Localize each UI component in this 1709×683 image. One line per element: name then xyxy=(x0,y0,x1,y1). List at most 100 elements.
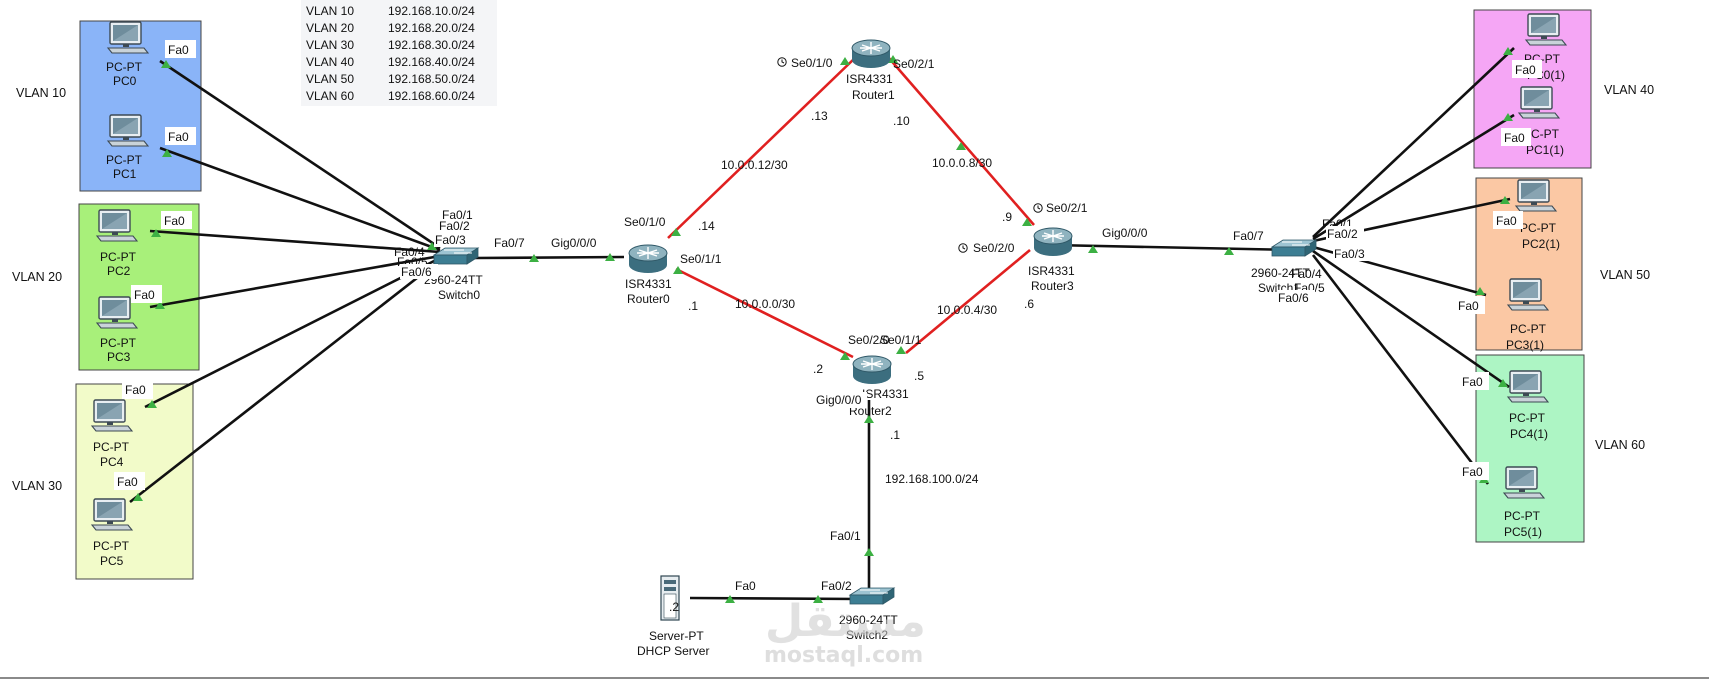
port-label: Se0/1/1 xyxy=(880,333,922,347)
pc-node[interactable]: PC-PT PC5(1) Fa0 xyxy=(1459,462,1545,539)
port-label: Gig0/0/0 xyxy=(1102,226,1148,240)
pc-node[interactable]: PC-PT PC5 Fa0 xyxy=(91,472,145,568)
port-label: Fa0 xyxy=(1462,375,1483,389)
pc-node[interactable]: PC-PT PC4(1) Fa0 xyxy=(1459,370,1549,441)
watermark-url: mostaql.com xyxy=(764,643,923,668)
port-label: Fa0/2 xyxy=(821,579,852,593)
pc-type-label: PC-PT xyxy=(1510,322,1547,336)
router-model-label: ISR4331 xyxy=(1028,264,1075,278)
vlan-table-row-subnet: 192.168.10.0/24 xyxy=(388,4,475,18)
pc-node[interactable]: PC-PT PC2(1) Fa0 xyxy=(1493,179,1560,251)
bottom-divider xyxy=(0,677,1709,679)
pc-node[interactable]: PC-PT PC3(1) Fa0 xyxy=(1455,278,1549,352)
port-label: Fa0 xyxy=(168,43,189,57)
ip-suffix-label: .5 xyxy=(914,369,924,383)
vlan50-label: VLAN 50 xyxy=(1600,268,1650,282)
link-pc5-switch0[interactable] xyxy=(129,258,441,504)
pc-type-label: PC-PT xyxy=(1509,411,1546,425)
port-label: Fa0 xyxy=(735,579,756,593)
link-router0-router1[interactable] xyxy=(667,56,857,239)
router-model-label: ISR4331 xyxy=(862,387,909,401)
server-name-label: DHCP Server xyxy=(637,644,709,658)
vlan-table-row-vlan: VLAN 10 xyxy=(306,4,354,18)
pc-node[interactable]: PC-PT PC1(1) Fa0 xyxy=(1501,86,1564,157)
port-label: Fa0/1 xyxy=(442,208,473,222)
pc-node[interactable]: PC-PT PC3 Fa0 xyxy=(96,285,162,364)
pc-type-label: PC-PT xyxy=(1523,127,1560,141)
port-label: Fa0 xyxy=(134,288,155,302)
router-icon xyxy=(1033,227,1073,257)
router-icon xyxy=(852,355,892,385)
network-labels: 10.0.0.12/30 .13 .14 10.0.0.8/30 .10 .9 … xyxy=(688,109,1034,486)
pc-node[interactable]: PC-PT PC1 Fa0 xyxy=(106,114,196,181)
pc-type-label: PC-PT xyxy=(106,153,143,167)
dhcp-server-node[interactable]: .2 Server-PT DHCP Server Fa0 xyxy=(637,575,756,658)
switch1-node[interactable]: 2960-24TT Switch1 Fa0/7 Fa0/1 Fa0/2 Fa0/… xyxy=(1233,217,1371,305)
link-router0-router2[interactable] xyxy=(675,267,854,359)
port-label: Fa0/3 xyxy=(1334,247,1365,261)
link-switch1-pc0-1[interactable] xyxy=(1312,47,1515,238)
link-pc3-switch0[interactable] xyxy=(149,254,441,309)
pc-name-label: PC2 xyxy=(107,264,131,278)
ip-suffix-label: .1 xyxy=(890,428,900,442)
ip-suffix-label: .9 xyxy=(1002,210,1012,224)
port-label: Fa0/6 xyxy=(401,265,432,279)
link-switch1-pc1-1[interactable] xyxy=(1312,113,1515,241)
port-label: Gig0/0/0 xyxy=(816,393,862,407)
switch-icon xyxy=(1271,239,1317,257)
link-router3-switch1[interactable] xyxy=(1051,243,1296,252)
switch2-node[interactable]: 2960-24TT Switch2 Fa0/1 Fa0/2 xyxy=(821,529,898,642)
switch0-node[interactable]: 2960-24TT Switch0 Fa0/1 Fa0/2 Fa0/3 Fa0/… xyxy=(394,208,525,302)
port-label: Fa0/6 xyxy=(1278,291,1309,305)
link-router1-router3[interactable] xyxy=(887,56,1035,226)
link-switch1-pc4-1[interactable] xyxy=(1312,249,1510,389)
vlan-table-row-vlan: VLAN 30 xyxy=(306,38,354,52)
link-server-switch2[interactable] xyxy=(689,596,861,601)
watermark-logo-text: مستقل xyxy=(765,596,926,647)
pc-type-label: PC-PT xyxy=(1520,221,1557,235)
pc-type-label: PC-PT xyxy=(93,440,130,454)
router-model-label: ISR4331 xyxy=(625,277,672,291)
link-pc0-switch0[interactable] xyxy=(159,59,441,250)
pc-node[interactable]: PC-PT PC0 Fa0 xyxy=(106,21,196,88)
vlan40-label: VLAN 40 xyxy=(1604,83,1654,97)
vlan-table-row-subnet: 192.168.60.0/24 xyxy=(388,89,475,103)
port-label: Se0/1/0 xyxy=(791,56,833,70)
port-label: Fa0 xyxy=(168,130,189,144)
pc-name-label: PC4(1) xyxy=(1510,427,1548,441)
router0-node[interactable]: ISR4331 Router0 Gig0/0/0 Se0/1/0 Se0/1/1 xyxy=(551,215,722,306)
link-switch0-router0[interactable] xyxy=(473,255,625,260)
pc-name-label: PC3 xyxy=(107,350,131,364)
switch-model-label: 2960-24TT xyxy=(1251,266,1310,280)
port-label: Se0/1/1 xyxy=(680,252,722,266)
port-label: Se0/1/0 xyxy=(624,215,666,229)
vlan-table-row-subnet: 192.168.20.0/24 xyxy=(388,21,475,35)
vlan-table-row-vlan: VLAN 40 xyxy=(306,55,354,69)
link-pc1-switch0[interactable] xyxy=(159,146,441,252)
link-router2-router3[interactable] xyxy=(905,248,1031,355)
port-label: Fa0/2 xyxy=(439,219,470,233)
ip-suffix-label: .1 xyxy=(688,299,698,313)
port-label: Se0/2/1 xyxy=(893,57,935,71)
pc-name-label: PC1 xyxy=(113,167,137,181)
link-pc2-switch0[interactable] xyxy=(149,229,441,254)
pc-node[interactable]: PC-PT PC4 Fa0 xyxy=(91,381,153,469)
pc-name-label: PC5 xyxy=(100,554,124,568)
pc-node[interactable]: PC-PT PC2 Fa0 xyxy=(96,209,192,278)
pc-type-label: PC-PT xyxy=(106,60,143,74)
router2-node[interactable]: ISR4331 Router2 Se0/2/0 Se0/1/1 Gig0/0/0 xyxy=(815,333,922,418)
ip-suffix-label: .6 xyxy=(1024,297,1034,311)
pc-name-label: PC4 xyxy=(100,455,124,469)
router1-node[interactable]: ISR4331 Router1 Se0/1/0 Se0/2/1 xyxy=(791,39,935,102)
router3-node[interactable]: ISR4331 Router3 Se0/2/1 Se0/2/0 Gig0/0/0 xyxy=(973,201,1148,293)
vlan-table-row-subnet: 192.168.30.0/24 xyxy=(388,38,475,52)
port-label: Fa0 xyxy=(164,214,185,228)
link-switch1-pc5-1[interactable] xyxy=(1311,254,1490,485)
pc-node[interactable]: PC-PT PC0(1) Fa0 xyxy=(1512,13,1567,82)
link-pc4-switch0[interactable] xyxy=(144,256,441,409)
port-label: Fa0/2 xyxy=(1327,227,1358,241)
watermark: مستقل mostaql.com xyxy=(764,596,926,668)
switch-icon xyxy=(433,247,479,265)
pc-group-left: PC-PT PC0 Fa0 PC-PT PC1 Fa0 PC-PT PC2 Fa… xyxy=(91,21,196,568)
pc-name-label: PC5(1) xyxy=(1504,525,1542,539)
